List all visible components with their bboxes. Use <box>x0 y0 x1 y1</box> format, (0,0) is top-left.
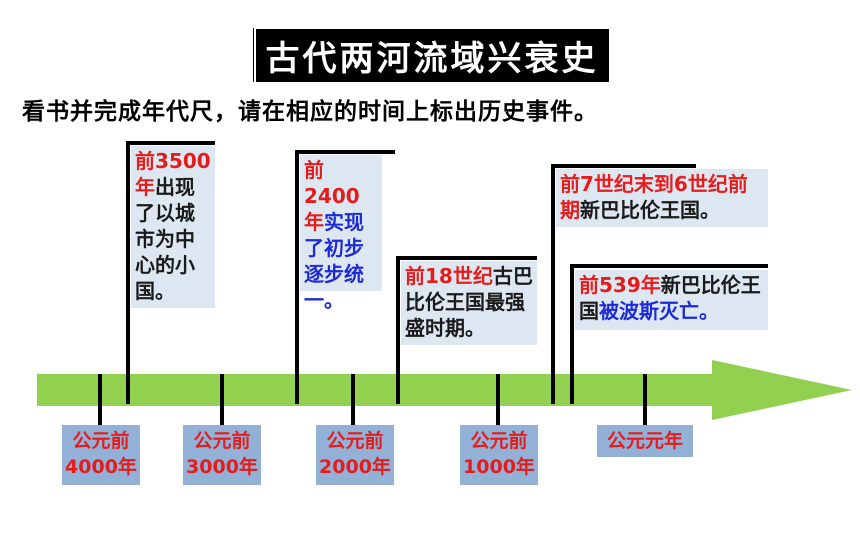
event-box-4: 前7世纪末到6世纪前期新巴比伦王国。 <box>556 169 768 227</box>
event-5-text-blue: 被波斯灭亡。 <box>599 299 719 323</box>
flag-pole-2 <box>295 150 395 404</box>
event-1-text: 出现了以城市为中心的小国。 <box>135 175 195 303</box>
axis-label-3000bc: 公元前3000年 <box>183 425 261 485</box>
event-box-1: 前3500年出现了以城市为中心的小国。 <box>131 146 215 308</box>
event-3-date: 前18世纪 <box>405 264 493 288</box>
flag-pole-3 <box>396 256 537 404</box>
event-flag-poles <box>126 141 768 404</box>
flag-pole-1 <box>126 141 215 404</box>
event-5-date: 前539年 <box>579 273 661 297</box>
axis-label-2000bc: 公元前2000年 <box>316 425 394 485</box>
event-4-text: 新巴比伦王国。 <box>580 198 720 222</box>
event-2-date: 前2400年 <box>304 158 360 234</box>
flag-pole-4 <box>551 164 696 404</box>
event-3-text: 古巴比伦王国最强盛时期。 <box>405 264 533 340</box>
scale-ticks <box>98 374 647 425</box>
event-box-2: 前2400年实现了初步逐步统一。 <box>300 155 382 312</box>
instruction-text: 看书并完成年代尺，请在相应的时间上标出历史事件。 <box>22 98 598 125</box>
axis-label-year-0: 公元元年 <box>597 425 693 457</box>
axis-label-1000bc: 公元前1000年 <box>460 425 538 485</box>
event-4-date: 前7世纪末到6世纪前期 <box>560 172 748 222</box>
title-banner: 古代两河流域兴衰史 <box>253 26 611 84</box>
timeline-arrow <box>37 360 852 420</box>
event-box-5: 前539年新巴比伦王国被波斯灭亡。 <box>575 270 768 330</box>
event-1-date: 前3500年 <box>135 149 211 199</box>
page-title: 古代两河流域兴衰史 <box>253 26 611 84</box>
event-5-text: 新巴比伦王国 <box>579 273 761 323</box>
flag-pole-5 <box>570 264 768 404</box>
event-box-3: 前18世纪古巴比伦王国最强盛时期。 <box>401 261 537 345</box>
axis-label-4000bc: 公元前4000年 <box>62 425 140 485</box>
event-2-text: 实现了初步逐步统一。 <box>304 210 364 312</box>
